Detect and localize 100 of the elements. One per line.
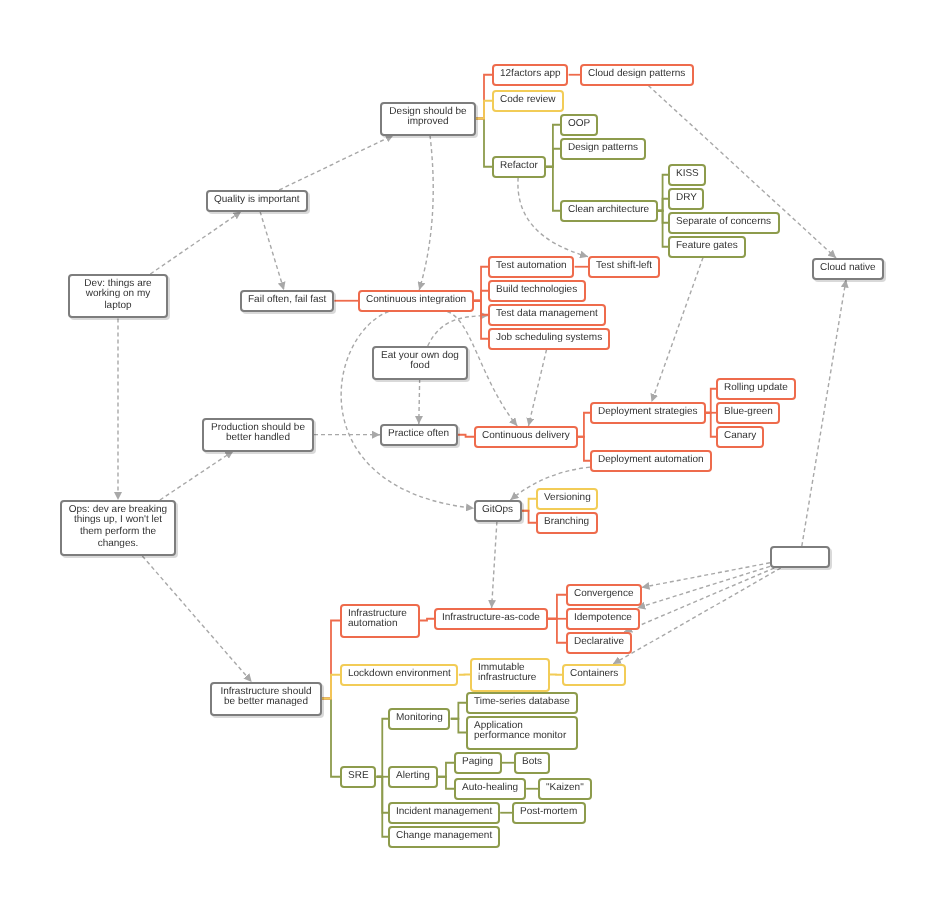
branch-line [704, 411, 717, 414]
subtopic-box [716, 402, 781, 424]
subtopic-box [340, 604, 420, 637]
subtopic-box [474, 426, 578, 448]
subtopic-box [716, 378, 796, 400]
branch-line [704, 411, 717, 438]
branch-line [456, 433, 475, 438]
subtopic-box [466, 716, 578, 749]
branch-line [321, 673, 341, 700]
branch-line [656, 197, 669, 212]
subtopic-box [580, 64, 694, 86]
topic-box [812, 258, 884, 280]
topic-box [240, 290, 335, 312]
subtopic-box [454, 778, 527, 800]
branch-line [333, 299, 359, 302]
dashed-arrow [278, 134, 395, 191]
branch-line [544, 147, 561, 168]
topic-box [68, 274, 168, 319]
branch-line [500, 761, 515, 764]
dashed-arrow [612, 567, 782, 665]
branch-line [567, 73, 581, 76]
subtopic-box [388, 802, 501, 824]
dashed-arrow [414, 378, 423, 425]
subtopic-box [434, 608, 548, 630]
dashed-arrow [313, 430, 381, 439]
branch-line [437, 775, 455, 790]
subtopic-box [454, 752, 502, 774]
subtopic-box [514, 752, 551, 774]
dashed-arrow [801, 278, 849, 547]
dashed-arrow [509, 466, 591, 501]
subtopic-box [488, 304, 606, 326]
topic-box [474, 500, 522, 522]
dashed-arrow [149, 210, 242, 275]
subtopic-box [340, 766, 377, 788]
dashed-arrow [159, 450, 234, 501]
branch-line [449, 717, 467, 734]
dashed-arrow [640, 562, 771, 590]
topic-box [202, 418, 314, 451]
branch-line [576, 435, 591, 462]
topic-box [206, 190, 308, 212]
branch-line [375, 775, 389, 778]
topic-box [380, 102, 476, 135]
subtopic-box [560, 114, 599, 136]
dashed-arrow [636, 565, 771, 610]
branch-line [704, 387, 717, 414]
subtopic-box [488, 280, 586, 302]
subtopic-box [668, 188, 705, 210]
topic-box [372, 346, 468, 379]
subtopic-box [388, 826, 501, 848]
subtopic-box [388, 708, 451, 730]
branch-line [656, 209, 669, 224]
topic-box [60, 500, 176, 556]
branch-line [499, 811, 513, 814]
empty-topic-box [770, 546, 830, 568]
branch-line [473, 289, 489, 302]
subtopic-box [538, 778, 592, 800]
subtopic-box [340, 664, 459, 686]
branch-line [573, 265, 589, 268]
dashed-arrow [647, 84, 837, 259]
subtopic-box [488, 256, 575, 278]
subtopic-box [668, 236, 746, 258]
subtopic-box [488, 328, 611, 350]
dashed-arrow [340, 310, 475, 511]
dashed-arrow [427, 311, 489, 347]
subtopic-box [560, 138, 647, 160]
subtopic-box [466, 692, 578, 714]
subtopic-box [388, 766, 438, 788]
dashed-arrow [446, 310, 518, 427]
subtopic-box [470, 658, 550, 691]
subtopic-box [668, 212, 780, 234]
subtopic-box [668, 164, 707, 186]
subtopic-box [566, 632, 633, 654]
dashed-arrow [623, 567, 775, 633]
subtopic-box [492, 64, 569, 86]
subtopic-box [566, 608, 640, 630]
topic-box [210, 682, 322, 715]
subtopic-box [590, 450, 712, 472]
subtopic-box [512, 802, 586, 824]
dashed-arrow [526, 348, 548, 427]
branch-line [525, 787, 539, 790]
subtopic-box [492, 90, 564, 112]
dashed-arrow [488, 520, 498, 609]
subtopic-box [492, 156, 546, 178]
branch-line [546, 617, 567, 620]
dashed-arrow [417, 134, 434, 291]
subtopic-box [716, 426, 765, 448]
dashed-arrow [259, 210, 286, 291]
subtopic-box [562, 664, 627, 686]
branch-line [375, 775, 389, 814]
topic-box [380, 424, 458, 446]
subtopic-box [358, 290, 475, 312]
branch-line [520, 509, 537, 524]
subtopic-box [588, 256, 661, 278]
dashed-arrow [114, 317, 122, 501]
subtopic-box [560, 200, 658, 222]
branch-line [375, 717, 389, 778]
dashed-arrow [517, 176, 589, 259]
subtopic-box [536, 488, 599, 510]
dashed-arrow [141, 555, 253, 683]
branch-line [475, 99, 493, 120]
